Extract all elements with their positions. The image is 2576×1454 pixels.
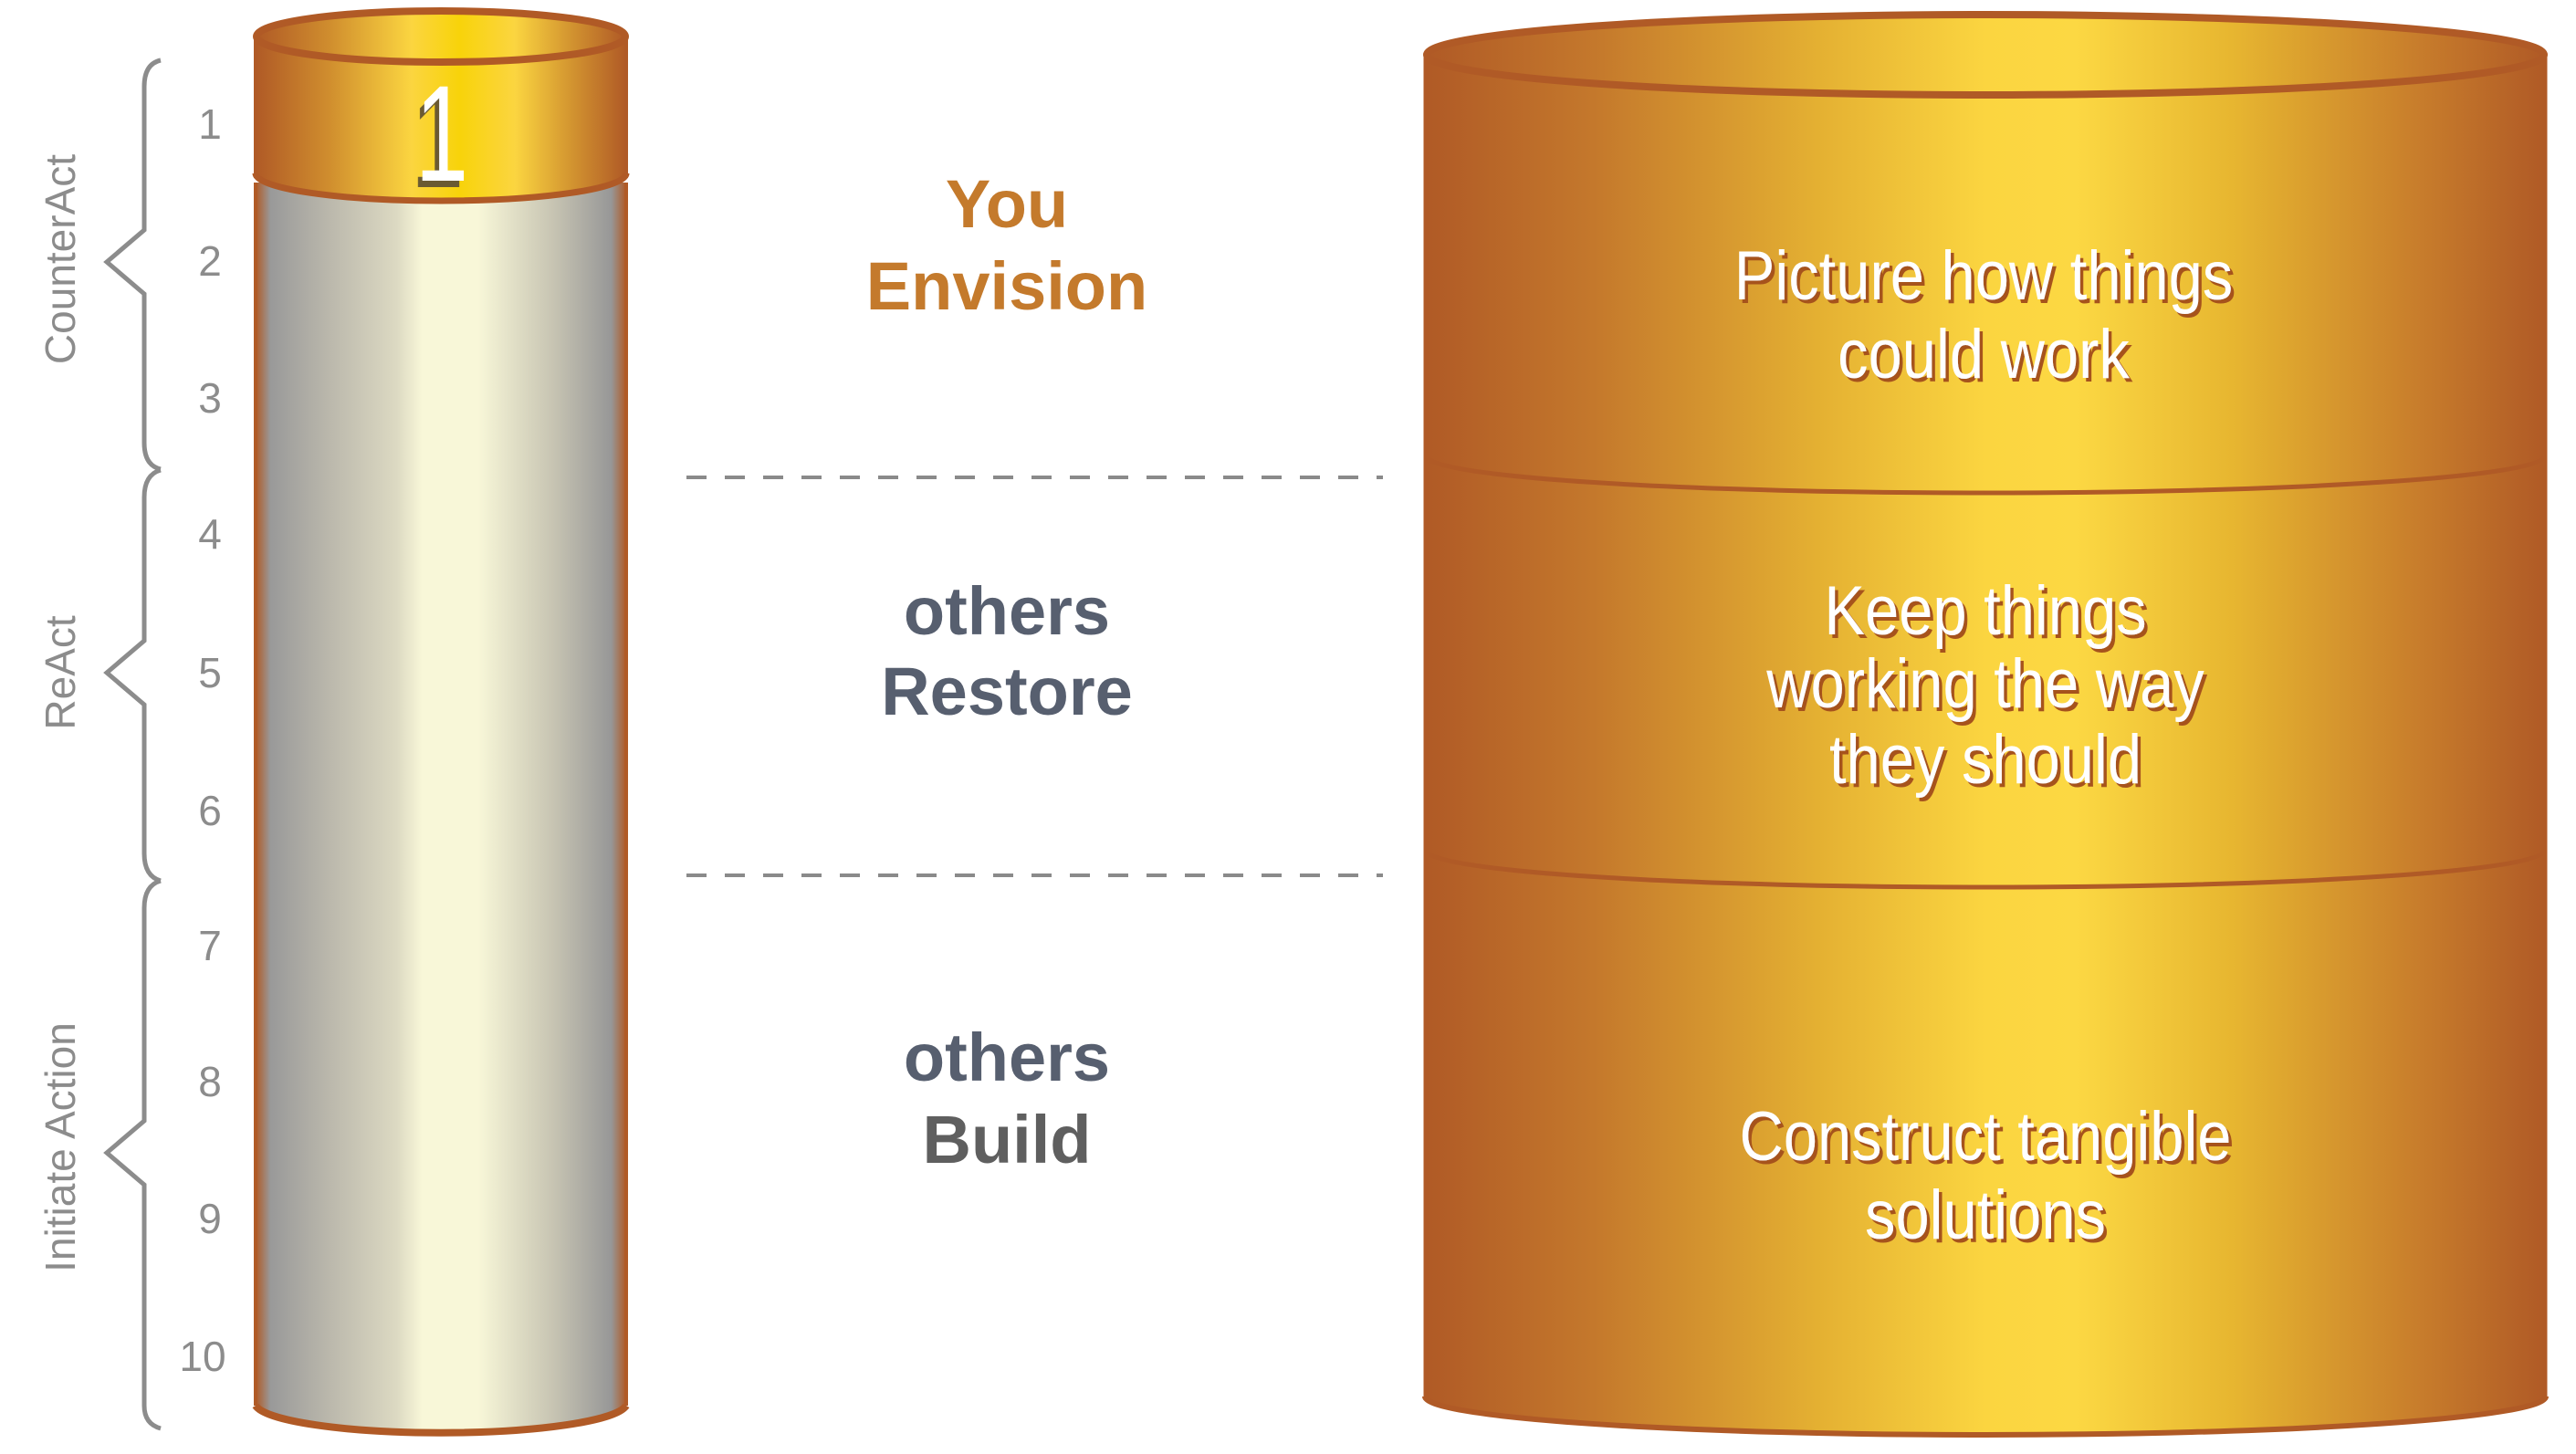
stack-cylinder-top [1423,11,2548,99]
scale-label: 3 [198,374,222,422]
segment-boundary-1 [1424,455,2547,496]
brace-react [103,467,162,884]
level-fill [256,37,626,201]
description-line: working the way [1765,645,2204,723]
stack-cylinder-bottom-rim [1422,1396,2549,1438]
group-label-counteract: CounterAct [37,154,84,364]
stack-cylinder [1422,11,2549,1438]
level-fill-bottom-rim [252,173,630,204]
role-restore: others Restore [881,573,1133,729]
scale-label: 2 [198,237,222,285]
stack-cylinder-body [1425,55,2546,1435]
group-label-react: ReAct [37,615,84,729]
role-verb: Restore [881,654,1133,729]
scale-label: 8 [198,1058,222,1105]
level-cylinder: 1 [252,7,630,1437]
brace-initiate-action [103,878,162,1431]
role-subject: others [904,573,1110,649]
role-subject: others [904,1020,1110,1095]
description-line: solutions [1865,1177,2106,1254]
scale-label: 6 [198,787,222,834]
segment-envision: Picture how things could work [1734,237,2233,393]
role-subject: You [946,166,1068,242]
scale-label: 7 [198,922,222,969]
level-cylinder-top [253,7,629,66]
description-line: they should [1829,721,2141,799]
scale-label: 10 [179,1333,225,1380]
description-line: Picture how things [1734,237,2233,315]
segment-restore: Keep things working the way they should [1765,572,2204,799]
scale-label: 5 [198,649,222,696]
segment-build: Construct tangible solutions [1739,1098,2231,1254]
level-cylinder-body [256,183,626,1433]
description-line: Construct tangible [1739,1098,2231,1176]
scale-label: 4 [198,510,222,558]
role-build: others Build [904,1020,1110,1177]
group-label-initiate-action: Initiate Action [37,1022,84,1272]
description-line: Keep things [1824,572,2146,650]
role-verb: Envision [866,248,1147,324]
brace-counteract [103,58,162,472]
level-cylinder-bottom-rim [252,1403,630,1437]
scale-labels: 1 2 3 4 5 6 7 8 9 10 [179,100,225,1380]
group-braces [103,58,162,1431]
description-line: could work [1838,316,2130,393]
segment-boundary-2 [1424,850,2547,890]
scale-label: 1 [198,100,222,148]
scale-label: 9 [198,1195,222,1242]
level-number: 1 [415,58,468,211]
role-verb: Build [923,1102,1092,1177]
role-envision: You Envision [866,166,1147,324]
